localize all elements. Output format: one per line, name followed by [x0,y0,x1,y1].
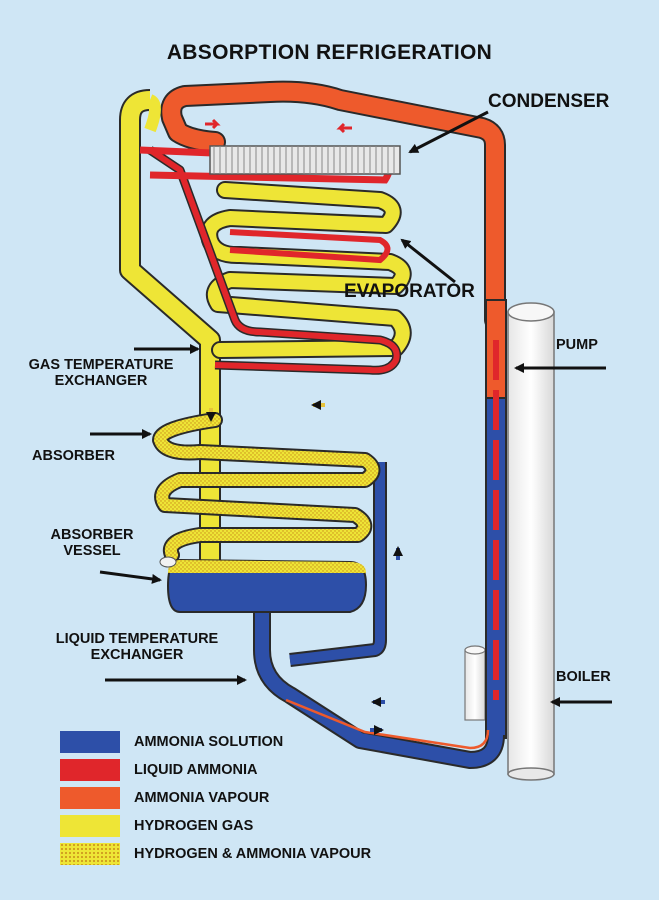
evaporator-label: EVAPORATOR [344,281,475,302]
liquid-temperature-exchanger-label: LIQUID TEMPERATURE EXCHANGER [40,631,234,663]
boiler-label: BOILER [556,669,611,685]
legend-swatch [60,759,120,781]
absorber-vessel [159,556,368,613]
liquid-temp-line1: LIQUID TEMPERATURE [55,631,219,647]
gas-temp-line2: EXCHANGER [54,372,148,389]
flow-arrows [205,118,403,735]
legend-item: LIQUID AMMONIA [60,756,371,784]
legend-item: AMMONIA VAPOUR [60,784,371,812]
absorber-vessel-label: ABSORBER VESSEL [44,527,140,559]
liquid-temp-line2: EXCHANGER [90,646,184,663]
absorber-vessel-line1: ABSORBER [50,527,134,543]
legend-label: HYDROGEN & AMMONIA VAPOUR [134,846,372,862]
legend-item: HYDROGEN GAS [60,812,371,840]
legend-swatch [60,815,120,837]
legend: AMMONIA SOLUTION LIQUID AMMONIA AMMONIA VA… [60,728,371,868]
legend-swatch [60,787,120,809]
legend-swatch [60,843,120,865]
small-column [464,645,486,721]
condenser-fins [209,145,401,175]
absorber-label: ABSORBER [32,448,115,464]
absorber-vessel-line2: VESSEL [63,542,121,559]
gas-temperature-exchanger-label: GAS TEMPERATURE EXCHANGER [16,357,186,389]
gas-temp-line1: GAS TEMPERATURE [28,357,174,373]
pump-label: PUMP [556,337,598,353]
condenser-label: CONDENSER [488,91,610,112]
page-title: ABSORPTION REFRIGERATION [166,41,493,64]
legend-label: AMMONIA VAPOUR [134,790,270,806]
legend-item: AMMONIA SOLUTION [60,728,371,756]
legend-label: LIQUID AMMONIA [134,762,258,778]
ammonia-vapour-pipe [160,80,507,401]
hydrogen-gas-pipe [119,89,412,563]
label-arrows [90,110,612,707]
legend-swatch [60,731,120,753]
boiler-column [507,302,555,781]
legend-label: HYDROGEN GAS [134,818,254,834]
ammonia-solution-pipe [253,340,507,769]
legend-item: HYDROGEN & AMMONIA VAPOUR [60,840,371,868]
legend-label: AMMONIA SOLUTION [134,734,284,750]
